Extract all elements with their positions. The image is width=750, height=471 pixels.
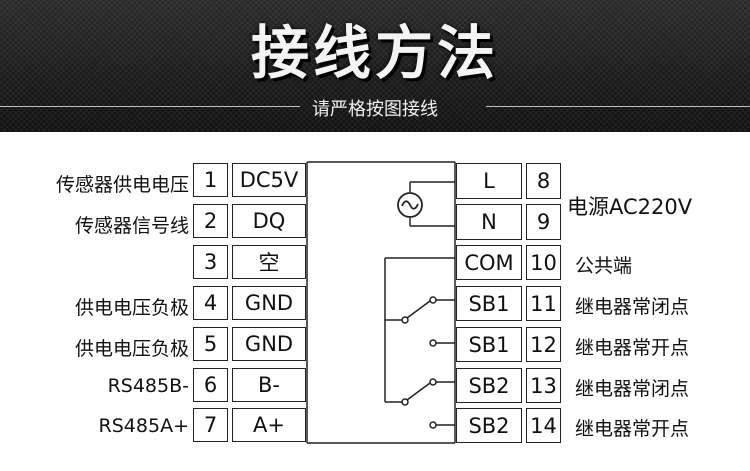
terminal-number-8: 8 bbox=[526, 163, 561, 199]
terminal-label-5: 供电电压负极 bbox=[74, 338, 189, 360]
ac-source-icon bbox=[397, 181, 455, 227]
terminal-signal-1: DC5V bbox=[232, 163, 306, 197]
terminal-number-10: 10 bbox=[526, 245, 561, 280]
terminal-label-4: 供电电压负极 bbox=[74, 297, 189, 319]
terminal-label-12: 继电器常开点 bbox=[575, 337, 690, 359]
terminal-number-7: 7 bbox=[193, 408, 228, 442]
terminal-label-1: 传感器供电电压 bbox=[55, 174, 189, 196]
page-subtitle: 请严格按图接线 bbox=[312, 99, 438, 120]
terminal-signal-5: GND bbox=[232, 327, 306, 361]
terminal-signal-9: N bbox=[456, 204, 522, 240]
terminal-number-5: 5 bbox=[193, 327, 228, 361]
terminal-number-12: 12 bbox=[526, 327, 561, 362]
terminal-label-13: 继电器常闭点 bbox=[575, 378, 690, 400]
terminal-signal-2: DQ bbox=[232, 204, 306, 238]
terminal-number-9: 9 bbox=[526, 204, 561, 240]
terminal-signal-6: B- bbox=[232, 368, 306, 402]
terminal-number-4: 4 bbox=[193, 286, 228, 320]
terminal-signal-14: SB2 bbox=[456, 408, 522, 443]
terminal-signal-4: GND bbox=[232, 286, 306, 320]
header-banner: 接线方法 请严格按图接线 bbox=[0, 0, 750, 132]
terminal-number-1: 1 bbox=[193, 163, 228, 197]
divider-line-right bbox=[486, 106, 750, 107]
terminal-label-14: 继电器常开点 bbox=[575, 418, 690, 440]
divider-line-left bbox=[0, 106, 300, 107]
terminal-signal-7: A+ bbox=[232, 408, 306, 442]
terminal-number-3: 3 bbox=[193, 245, 228, 279]
terminal-signal-13: SB2 bbox=[456, 368, 522, 403]
terminal-signal-11: SB1 bbox=[456, 286, 522, 321]
terminal-label-7: RS485A+ bbox=[98, 415, 189, 437]
terminal-signal-8: L bbox=[456, 163, 522, 199]
page-title: 接线方法 bbox=[250, 19, 499, 87]
com-bus-wire bbox=[384, 257, 455, 402]
relay-switch-icon bbox=[385, 378, 455, 429]
terminal-number-11: 11 bbox=[526, 286, 561, 321]
relay-switch-icon bbox=[385, 296, 455, 347]
power-label: 电源AC220V bbox=[567, 195, 693, 219]
terminal-signal-12: SB1 bbox=[456, 327, 522, 362]
terminal-label-11: 继电器常闭点 bbox=[575, 296, 690, 318]
terminal-number-14: 14 bbox=[526, 408, 561, 443]
terminal-number-13: 13 bbox=[526, 368, 561, 403]
terminal-label-6: RS485B- bbox=[107, 375, 189, 397]
terminal-signal-3: 空 bbox=[232, 245, 306, 279]
terminal-label-2: 传感器信号线 bbox=[74, 215, 189, 237]
terminal-label-10: 公共端 bbox=[575, 255, 633, 277]
terminal-number-2: 2 bbox=[193, 204, 228, 238]
terminal-number-6: 6 bbox=[193, 368, 228, 402]
terminal-signal-10: COM bbox=[456, 245, 522, 280]
